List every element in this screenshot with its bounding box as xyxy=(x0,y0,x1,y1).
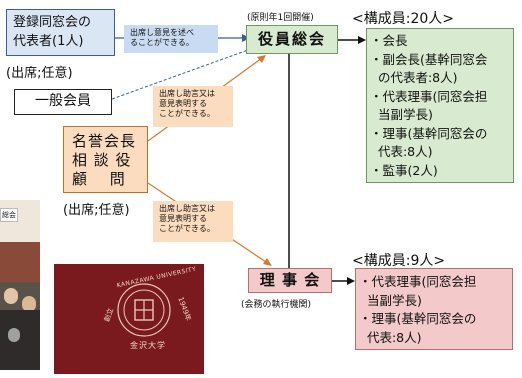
photo-sign: 総会 xyxy=(0,208,18,222)
representative-box: 登録同窓会の 代表者(1人) xyxy=(6,9,115,56)
board-member-line: 代表:8人) xyxy=(359,329,422,345)
officers-member-line: 当副学長) xyxy=(370,107,433,122)
honorary-note-bottom-line-1: 出席し助言又は xyxy=(159,204,215,213)
officers-member-line: ・副会長(基幹同窓会 xyxy=(370,51,488,67)
honorary-note-bottom-line-2: 意見表明する xyxy=(159,214,207,223)
officers-member-line: 代表:8人) xyxy=(370,144,433,159)
representative-line-2: 代表者(1人) xyxy=(13,34,84,49)
representative-note-line-1: 出席し意見を述べ xyxy=(130,28,194,37)
officers-meeting-box: 役員総会 xyxy=(246,25,338,54)
general-member-box: 一般会員 xyxy=(14,89,112,115)
officers-member-line: ・監事(2人) xyxy=(370,162,438,178)
board-member-line: ・理事(基幹同窓会の xyxy=(359,311,477,326)
officers-members-box: ・会長 ・副会長(基幹同窓会 の代表者:8人) ・代表理事(同窓会担 当副学長)… xyxy=(366,28,514,183)
honorary-note-top: 出席し助言又は 意見表明する ことができる。 xyxy=(153,86,233,127)
honorary-box: 名誉会長 相 談 役 顧 問 xyxy=(63,126,148,193)
honorary-note-bottom-line-3: ことができる。 xyxy=(159,224,215,233)
flag-bottom-text: 金沢大学 xyxy=(130,341,166,350)
honorary-line-1: 名誉会長 xyxy=(72,132,137,150)
honorary-top-arrowhead xyxy=(257,55,266,63)
honorary-note-bottom: 出席し助言又は 意見表明する ことができる。 xyxy=(153,201,233,242)
officers-member-line: ・会長 xyxy=(370,33,408,48)
board-members-box: ・代表理事(同窓会担 当副学長) ・理事(基幹同窓会の 代表:8人) xyxy=(355,268,513,350)
honorary-attend-label: (出席;任意) xyxy=(63,203,130,218)
board-caption: (会務の執行機関) xyxy=(241,300,312,310)
officers-member-line: ・代表理事(同窓会担 xyxy=(370,88,488,104)
honorary-line-3: 顧 問 xyxy=(72,170,126,188)
university-flag: KANAZAWA UNIVERSITY 1949年 創立 金沢大学 xyxy=(54,264,204,374)
board-box: 理 事 会 xyxy=(248,268,332,293)
representative-note: 出席し意見を述べ ることができる。 xyxy=(124,25,218,53)
university-emblem xyxy=(117,283,171,337)
board-member-line: ・代表理事(同窓会担 xyxy=(359,274,477,289)
honorary-bottom-arrowhead xyxy=(263,258,272,266)
general-connector xyxy=(111,49,249,100)
honorary-line-2: 相 談 役 xyxy=(72,151,132,169)
representative-line-1: 登録同窓会の xyxy=(13,15,92,30)
officers-meeting-caption: (原則年1回開催) xyxy=(247,13,314,23)
meeting-photo: 総会 xyxy=(0,200,40,370)
board-member-line: 当副学長) xyxy=(359,292,422,308)
officers-member-line: ・理事(基幹同窓会の xyxy=(370,125,488,141)
honorary-note-top-line-2: 意見表明する xyxy=(159,99,207,108)
representative-attend-label: (出席;任意) xyxy=(6,66,73,81)
board-members-header: <構成員:9人> xyxy=(352,253,446,269)
officers-member-line: の代表者:8人) xyxy=(370,70,458,85)
officers-members-header: <構成員:20人> xyxy=(352,11,454,27)
honorary-note-top-line-3: ことができる。 xyxy=(159,109,215,118)
representative-note-line-2: ることができる。 xyxy=(130,38,194,47)
honorary-note-top-line-1: 出席し助言又は xyxy=(159,89,215,98)
